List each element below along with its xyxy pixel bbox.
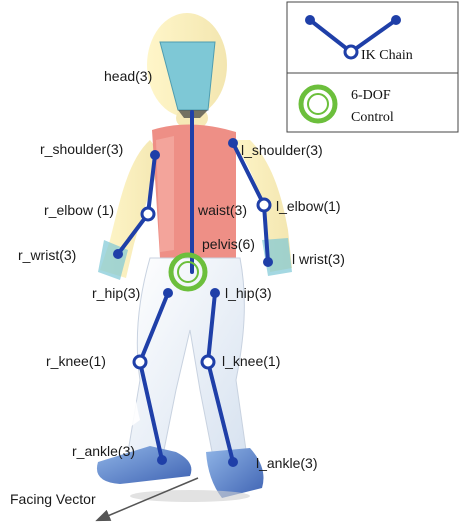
label-l-ankle: l_ankle(3)	[256, 455, 317, 471]
floor-shadow	[130, 490, 250, 502]
r-ankle-joint	[157, 455, 167, 465]
label-pelvis: pelvis(6)	[202, 236, 255, 252]
label-r-knee: r_knee(1)	[46, 353, 106, 369]
legend-control-label-line1: 6-DOF	[351, 88, 391, 103]
legend-chain-end-left	[305, 15, 315, 25]
l-shoulder-joint	[228, 138, 238, 148]
label-l-wrist: l wrist(3)	[292, 251, 345, 267]
label-r-elbow: r_elbow (1)	[44, 202, 114, 218]
r-hip-joint	[163, 288, 173, 298]
label-r-ankle: r_ankle(3)	[72, 443, 135, 459]
legend-chain-mid-joint	[345, 46, 357, 58]
l-elbow-joint	[258, 199, 270, 211]
label-l-knee: l_knee(1)	[222, 353, 280, 369]
r-elbow-joint	[142, 208, 154, 220]
label-r-hip: r_hip(3)	[92, 285, 140, 301]
r-knee-joint	[134, 356, 146, 368]
label-r-shoulder: r_shoulder(3)	[40, 141, 123, 157]
left-shoe	[206, 448, 264, 498]
label-l-hip: l_hip(3)	[225, 285, 272, 301]
l-hip-joint	[210, 288, 220, 298]
legend-control-label-line2: Control	[351, 110, 394, 125]
r-wrist-joint	[113, 249, 123, 259]
label-l-shoulder: l_shoulder(3)	[241, 142, 323, 158]
label-l-elbow: l_elbow(1)	[276, 198, 341, 214]
legend: IK Chain 6-DOF Control	[287, 2, 458, 132]
legend-ik-chain-label: IK Chain	[361, 48, 413, 63]
pants-shadow-left	[116, 330, 140, 430]
label-waist: waist(3)	[197, 202, 247, 218]
l-ankle-joint	[228, 457, 238, 467]
l-knee-joint	[202, 356, 214, 368]
facing-vector-label: Facing Vector	[10, 491, 96, 507]
label-r-wrist: r_wrist(3)	[18, 247, 76, 263]
legend-chain-end-right	[391, 15, 401, 25]
l-wrist-joint	[263, 257, 273, 267]
label-head: head(3)	[104, 68, 152, 84]
r-shoulder-joint	[150, 150, 160, 160]
